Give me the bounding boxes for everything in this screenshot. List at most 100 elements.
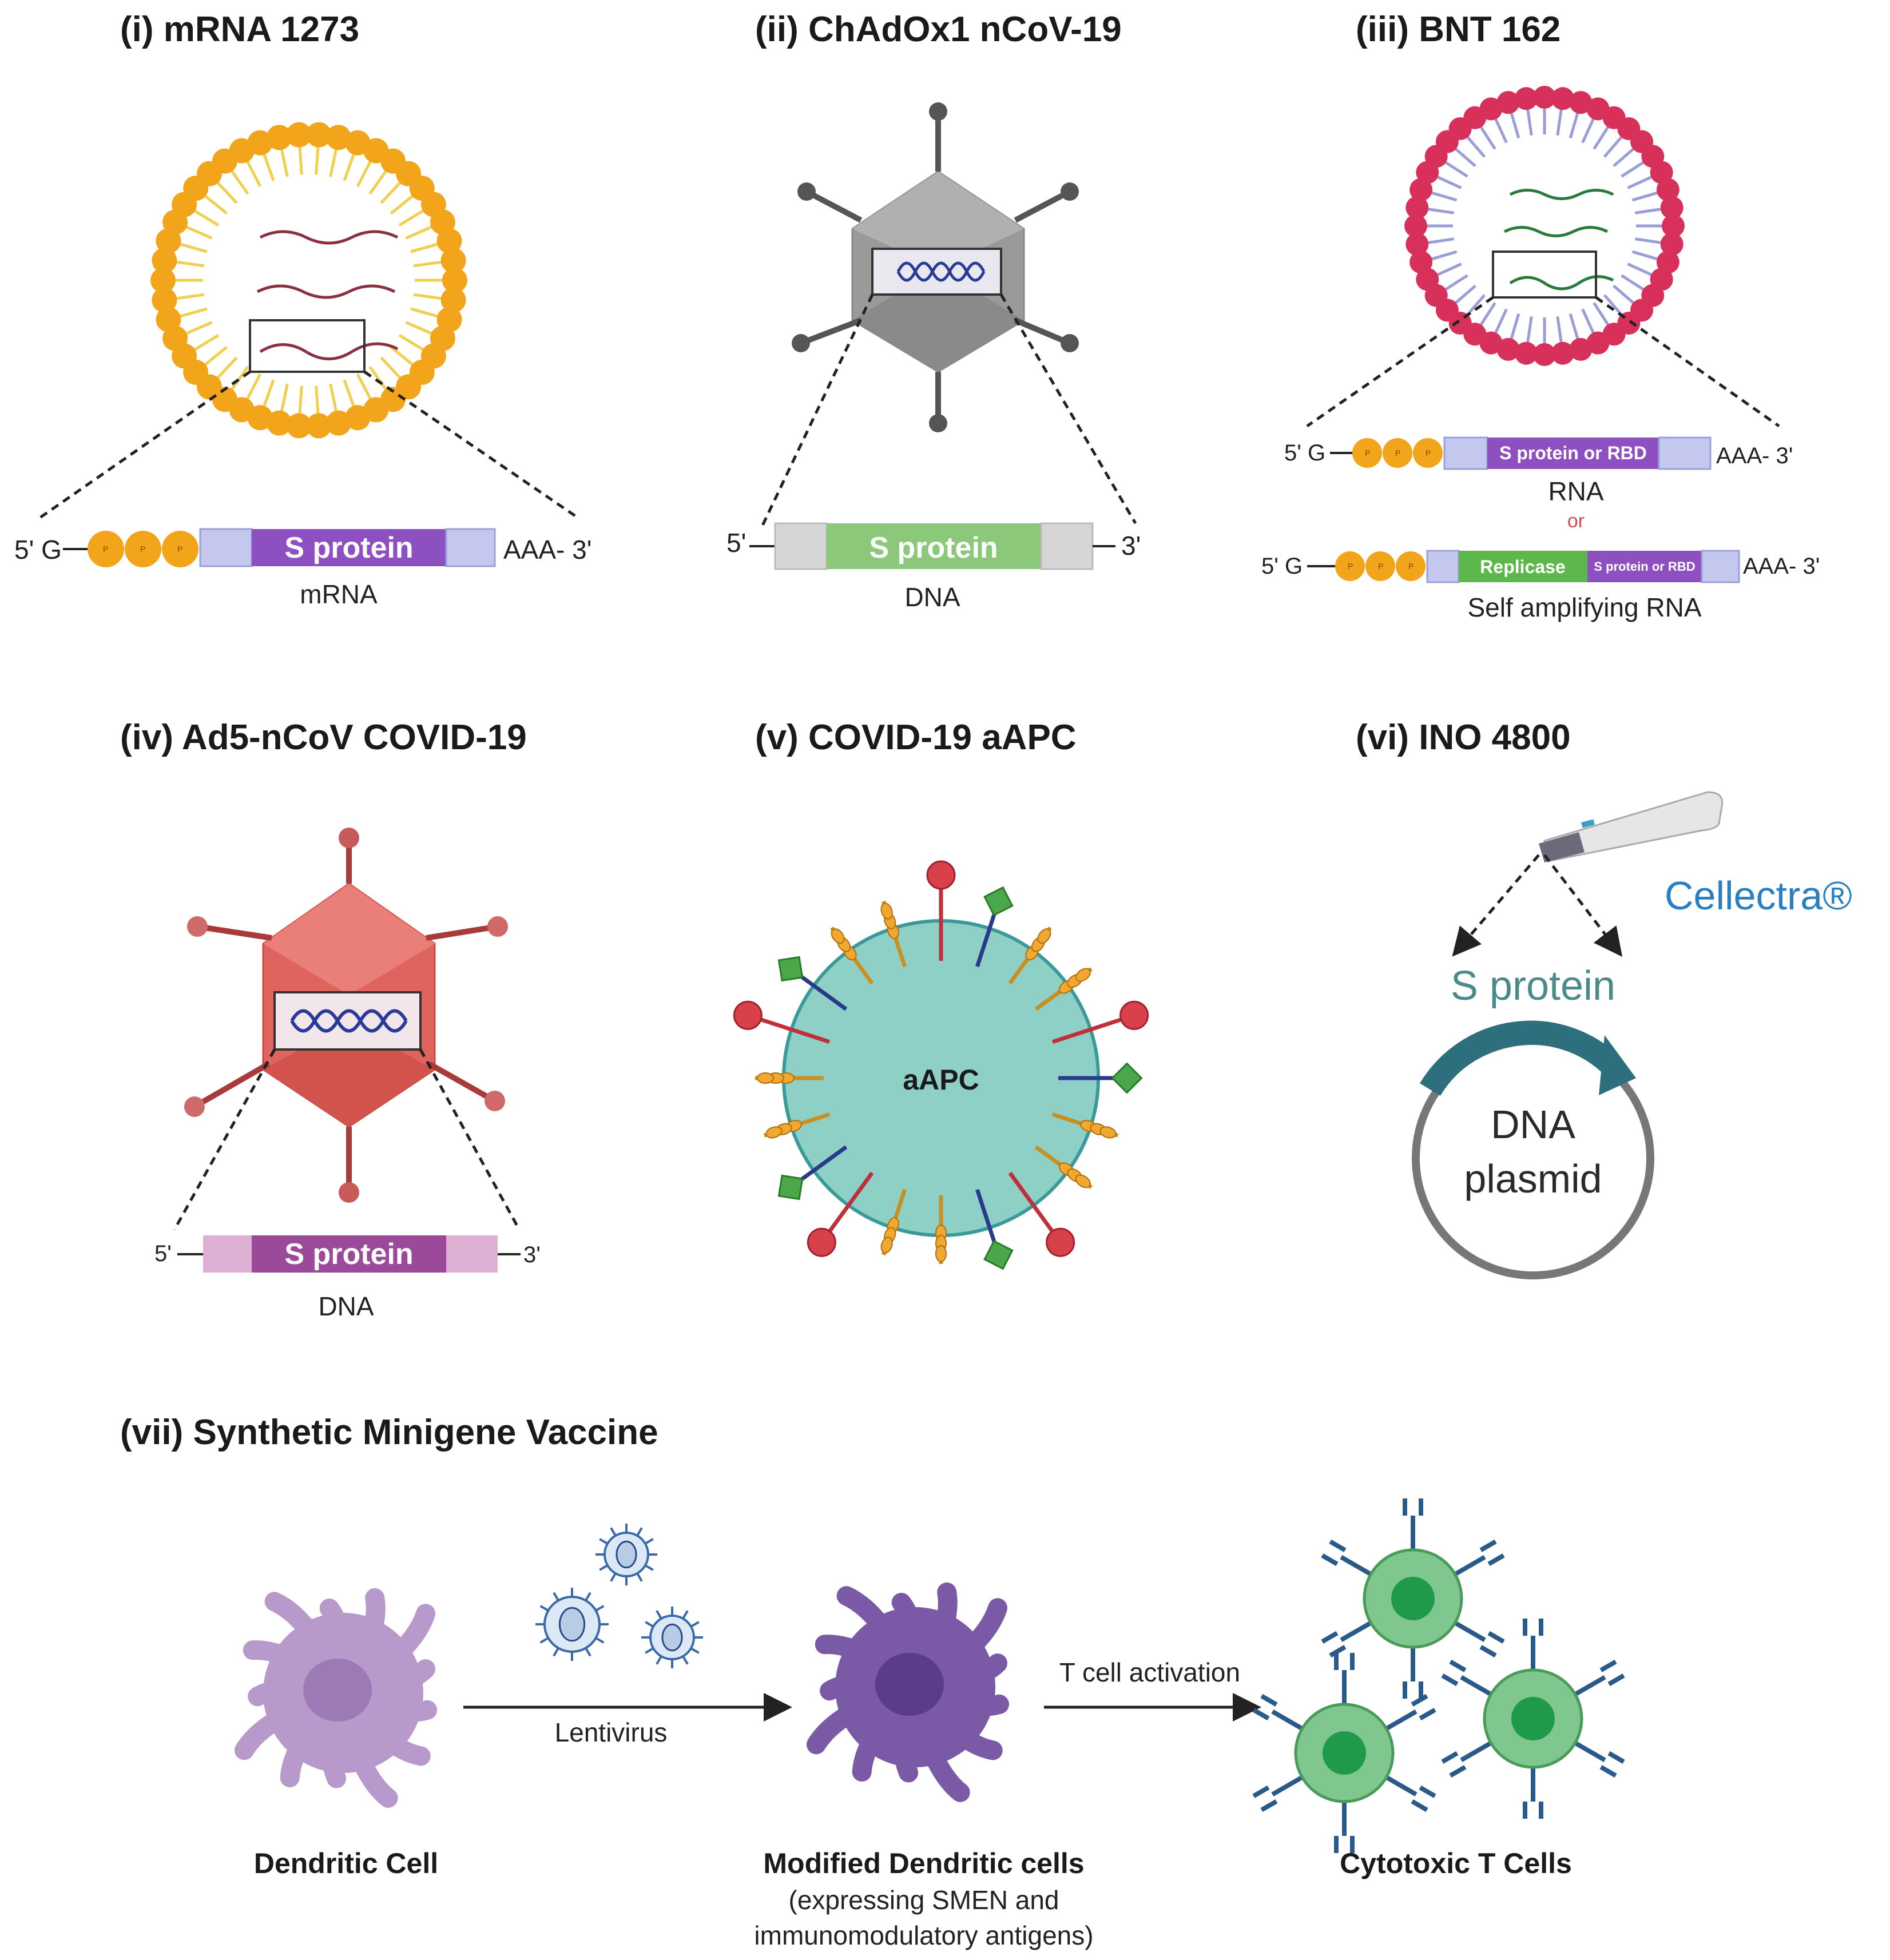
construct-caption: mRNA (300, 579, 378, 609)
five-prime-label-iv: 5' (154, 1241, 172, 1266)
phosphate-iii-5 (1365, 551, 1395, 581)
panel-title-iv: (iv) Ad5-nCoV COVID-19 (120, 718, 527, 757)
five-prime-label-iii-b: 5' G (1261, 554, 1303, 579)
lipid-red-head (1551, 87, 1575, 110)
phosphate-label-2: P (140, 544, 145, 554)
device-arrow-left (1452, 854, 1540, 957)
aapc-ligand-ball (1119, 1000, 1149, 1030)
tcell-receptor-tip (1599, 1765, 1617, 1778)
lipid-head (152, 248, 177, 273)
dna-helix-1 (896, 261, 986, 282)
lentivirus-spike (682, 1655, 689, 1665)
aapc-ligand-square (777, 1174, 804, 1200)
lentivirus-spike (644, 1564, 654, 1571)
aapc-ligand-chain (935, 1245, 947, 1262)
lipid-red-head (1533, 343, 1556, 366)
tcell-receptor-tip (1252, 1785, 1270, 1798)
lipid-head (286, 122, 312, 148)
zoom-line-left-iii (1306, 296, 1494, 428)
gene-iii-a (1487, 438, 1659, 469)
tcell-receptor-tip (1321, 1553, 1339, 1567)
modified-dendritic-cell (806, 1582, 1010, 1802)
tcell-receptor-tip (1411, 1799, 1428, 1812)
lentivirus-spike (539, 1605, 549, 1612)
lipid-red-head (1514, 87, 1538, 110)
utr-5 (199, 528, 253, 567)
lipid-head (247, 130, 273, 156)
zoom-line-left-iv (173, 1048, 276, 1231)
utr-3 (445, 528, 496, 567)
tcell-receptor (1451, 1555, 1486, 1578)
tcell-receptor-tip (1260, 1693, 1278, 1707)
lipid-red-head (1405, 196, 1429, 219)
lentivirus-label: Lentivirus (555, 1718, 668, 1747)
five-prime-label-ii: 5' (726, 528, 746, 558)
lentivirus-spike (595, 1605, 605, 1612)
lentivirus-spike (553, 1647, 559, 1657)
tcell-receptor (1571, 1739, 1606, 1762)
lipid-head (150, 268, 176, 293)
lentivirus-spike (690, 1621, 700, 1628)
lipid-head (440, 248, 466, 273)
lipid-red-head (1569, 91, 1593, 114)
lipid-red-head (1496, 91, 1520, 114)
dendritic-cell (234, 1588, 438, 1808)
lipid-nanoparticle-orange (150, 122, 467, 439)
lentivirus-spike (599, 1538, 609, 1545)
utr-right-iv (446, 1235, 498, 1273)
lipid-nanoparticle-red (1404, 86, 1685, 366)
three-prime-label-ii: 3' (1121, 531, 1141, 560)
tcell-receptor (1340, 1619, 1375, 1642)
lipid-red-head (1569, 337, 1593, 361)
aapc-ligand-chain (1075, 1174, 1091, 1188)
dna-helix-1b (896, 261, 986, 282)
utr-right-ii (1040, 522, 1094, 570)
tcell-receptor-tip (1441, 1751, 1459, 1764)
zoom-box (249, 319, 366, 373)
phosphate-label-iii-5: P (1378, 562, 1383, 571)
t-cells (1252, 1498, 1625, 1853)
lipid-head (156, 307, 181, 332)
or-label: or (1567, 510, 1585, 532)
lentivirus-spike (636, 1527, 643, 1537)
phosphate-label-iii-3: P (1426, 448, 1431, 458)
lipid-red-head (1405, 233, 1429, 256)
gene-iii-b (1587, 551, 1702, 582)
lentivirus-spike (585, 1647, 591, 1657)
tcell-receptor (1571, 1675, 1606, 1698)
aapc-particle (733, 860, 1149, 1270)
modified-dc-sub-1: (expressing SMEN and (789, 1885, 1059, 1915)
aapc-ligand-chain (880, 1237, 893, 1254)
aapc-ligand-chain (1037, 928, 1051, 944)
tcell-receptor-tip (1607, 1751, 1625, 1764)
phosphate-3 (162, 531, 198, 567)
utr-5-iii-a (1443, 436, 1488, 470)
rna-construct-iii: 5' G P P P S protein or RBD AAA- 3' RNA … (1261, 436, 1820, 622)
tcell-receptor-tip (1260, 1799, 1278, 1812)
tcell-receptor-tip (1449, 1765, 1467, 1778)
zoom-line-right (363, 370, 579, 519)
lentivirus-spike (539, 1637, 549, 1644)
plasmid-label-1: DNA (1491, 1102, 1575, 1147)
lipid-head (436, 228, 462, 254)
phosphate-1 (88, 531, 124, 567)
gene-iv (252, 1235, 446, 1273)
lentivirus-particles (535, 1524, 703, 1668)
lipid-red-head (1662, 214, 1685, 237)
phosphate-2 (125, 531, 161, 567)
three-prime-label-iv: 3' (523, 1242, 541, 1267)
five-prime-label-iii-a: 5' G (1284, 440, 1325, 466)
lipid-head (442, 268, 467, 293)
lipid-red-head (1656, 178, 1679, 201)
dc-nucleus (303, 1659, 372, 1722)
lipid-red-head (1551, 341, 1575, 365)
phosphate-iii-2 (1383, 438, 1412, 468)
aapc-ligand-chain (757, 1072, 774, 1084)
lentivirus-spike (599, 1564, 609, 1571)
phosphate-label-3: P (177, 544, 182, 554)
lipid-red-head (1416, 268, 1439, 291)
modified-dc-label: Modified Dendritic cells (763, 1847, 1084, 1879)
aapc-ligand-ball (926, 860, 956, 890)
phosphate-label-iii-1: P (1365, 448, 1370, 458)
aapc-ligand-square (777, 956, 804, 982)
